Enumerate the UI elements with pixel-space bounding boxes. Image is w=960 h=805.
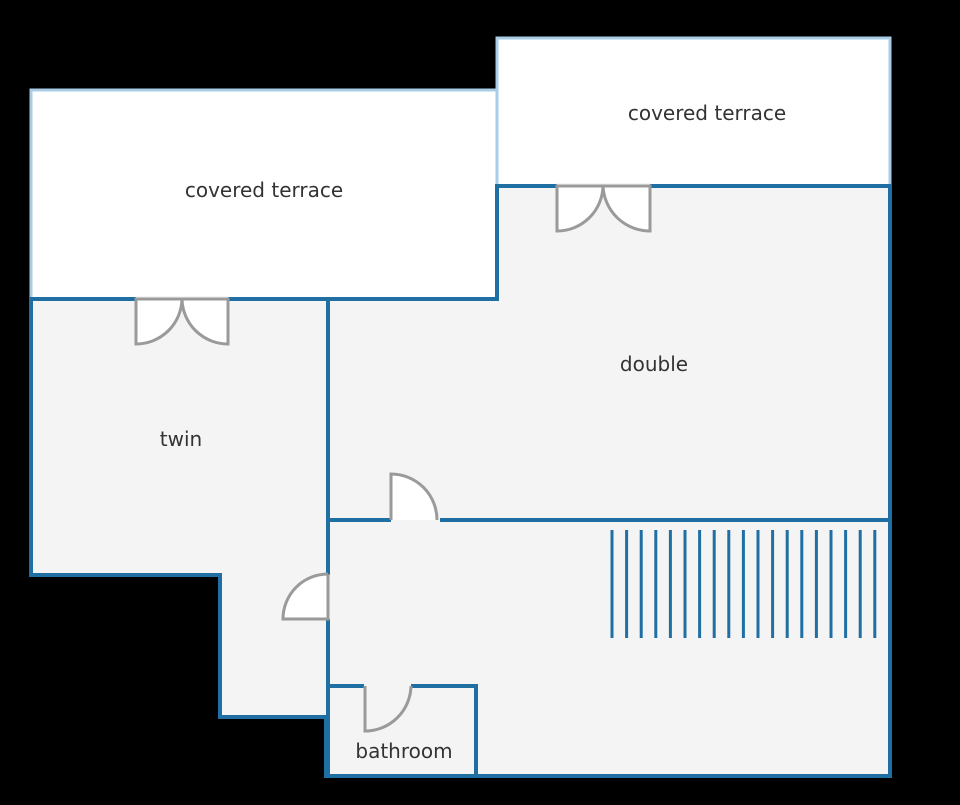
stairs-icon	[610, 530, 877, 638]
opening-bathroom	[364, 683, 411, 690]
door-leaf	[363, 685, 413, 733]
room-label-terrace-right: covered terrace	[628, 101, 786, 125]
door-leaf	[389, 472, 439, 521]
interior-area	[31, 186, 890, 776]
double-door-icon[interactable]	[555, 184, 652, 233]
door-leaf-right	[601, 184, 652, 233]
room-label-twin: twin	[160, 427, 202, 451]
door-swing-icon[interactable]	[363, 685, 413, 733]
door-leaf	[281, 572, 330, 621]
covered-terrace-left	[29, 88, 500, 301]
door-swing-icon[interactable]	[281, 572, 330, 621]
door-leaf-right	[180, 297, 230, 346]
covered-terrace-right	[495, 36, 892, 188]
terrace-right-area	[495, 36, 892, 188]
double-door-icon[interactable]	[134, 297, 230, 346]
room-label-bathroom: bathroom	[355, 739, 452, 763]
room-label-double: double	[620, 352, 688, 376]
terrace-left-area	[29, 88, 500, 301]
room-label-terrace-left: covered terrace	[185, 178, 343, 202]
door-swing-icon[interactable]	[389, 472, 439, 521]
